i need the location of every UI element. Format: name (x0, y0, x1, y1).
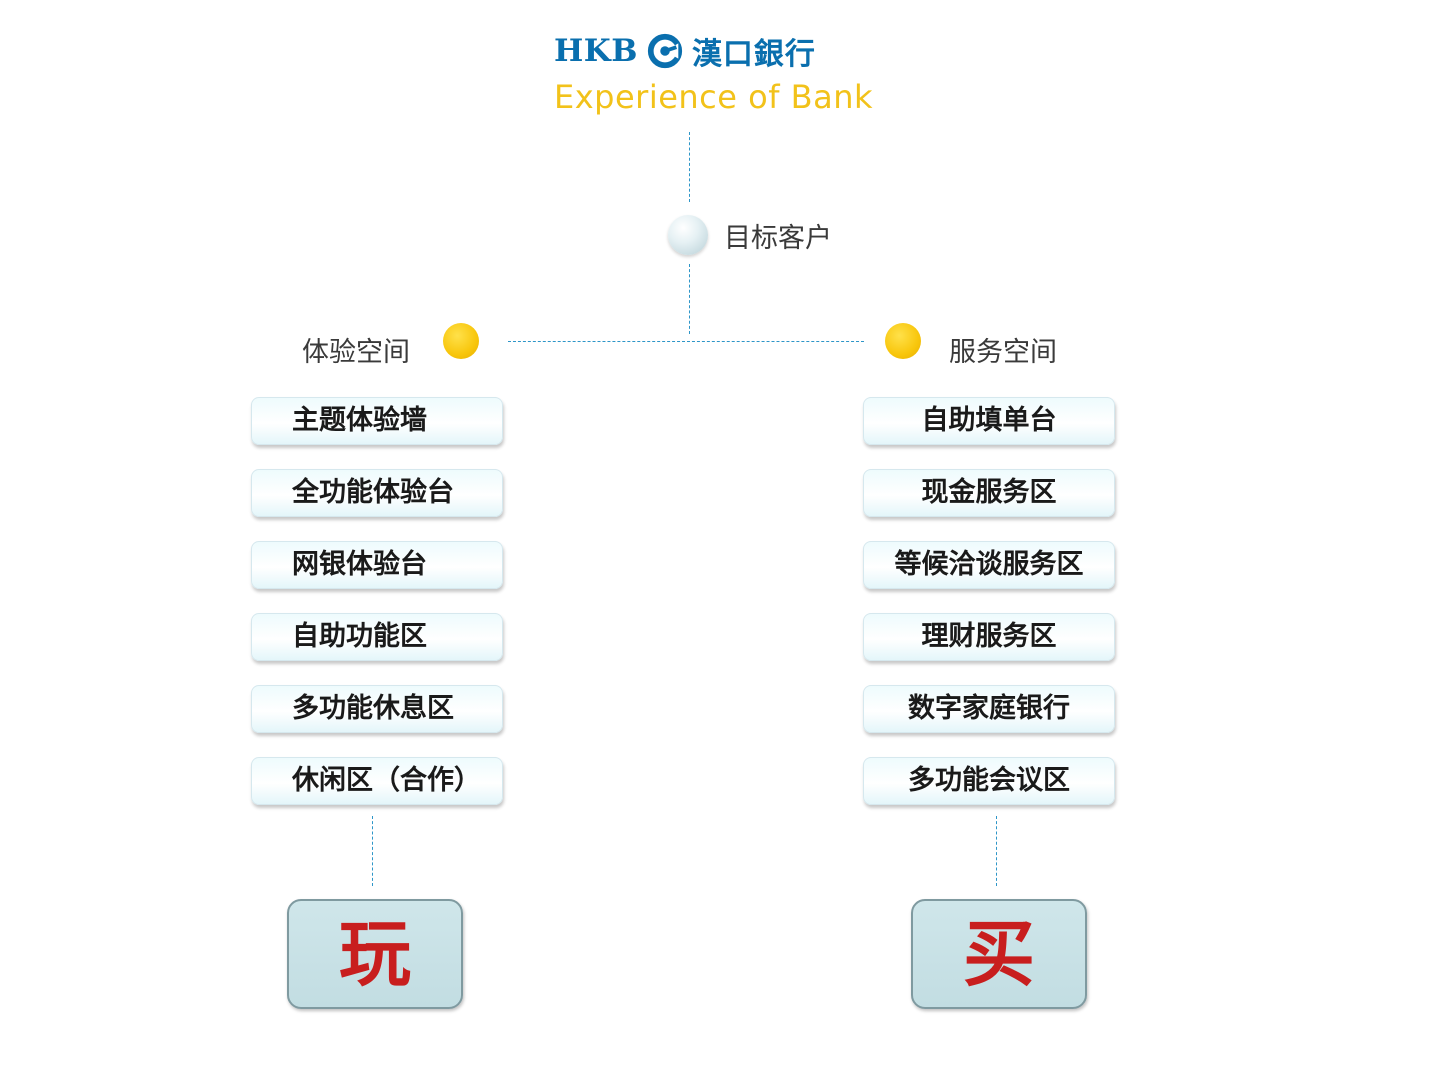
left-branch-dot (443, 323, 479, 359)
left-item: 多功能休息区 (251, 685, 503, 733)
logo-brand-en: HKB (554, 33, 638, 69)
right-branch-dot (885, 323, 921, 359)
right-item: 现金服务区 (863, 469, 1115, 517)
left-branch-label: 体验空间 (302, 337, 410, 368)
logo-row: HKB 漢口銀行 (548, 28, 908, 74)
right-branch-label: 服务空间 (949, 337, 1057, 368)
connector-left-category (372, 816, 373, 886)
right-item: 数字家庭银行 (863, 685, 1115, 733)
left-item: 休闲区（合作） (251, 757, 503, 805)
left-item: 主题体验墙 (251, 397, 503, 445)
left-item: 自助功能区 (251, 613, 503, 661)
logo: HKB 漢口銀行 Experience of Bank (548, 28, 908, 116)
hkb-logo-mark-icon (647, 33, 683, 69)
logo-brand-cn: 漢口銀行 (691, 37, 816, 72)
connector-branch-horizontal (508, 341, 864, 342)
root-node-dot (668, 215, 708, 255)
left-item: 全功能体验台 (251, 469, 503, 517)
right-item: 自助填单台 (863, 397, 1115, 445)
right-item: 等候洽谈服务区 (863, 541, 1115, 589)
connector-root-branch (689, 264, 690, 334)
right-item: 理财服务区 (863, 613, 1115, 661)
right-category-box: 买 (911, 899, 1087, 1009)
left-category-box: 玩 (287, 899, 463, 1009)
left-item: 网银体验台 (251, 541, 503, 589)
connector-logo-root (689, 132, 690, 202)
connector-right-category (996, 816, 997, 886)
logo-tagline: Experience of Bank (554, 78, 874, 116)
right-item: 多功能会议区 (863, 757, 1115, 805)
root-node-label: 目标客户 (724, 223, 832, 254)
